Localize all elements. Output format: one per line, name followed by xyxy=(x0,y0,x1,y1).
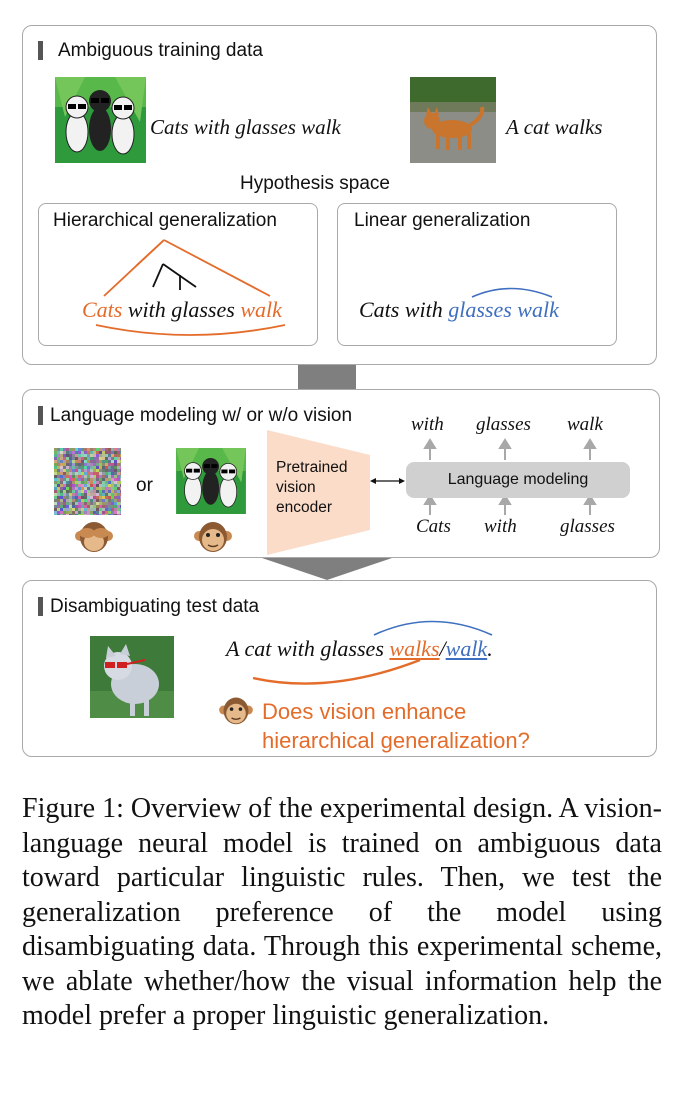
down-arrow-1 xyxy=(298,365,356,389)
cat-with-glasses-photo xyxy=(90,636,174,718)
encoder-line-1: Pretrained xyxy=(276,459,348,476)
hier-word-cats: Cats xyxy=(82,297,123,322)
linear-sentence: Cats with glasses walk xyxy=(359,297,559,323)
panel3-title: Disambiguating test data xyxy=(50,596,260,617)
linear-word-glasses-walk: glasses walk xyxy=(448,297,559,322)
test-sentence-prefix: A cat with glasses xyxy=(226,636,384,661)
panel-title-bar xyxy=(38,406,43,425)
hier-sentence: Cats with glasses walk xyxy=(82,297,282,323)
sentence-period: . xyxy=(487,636,493,661)
hier-word-with-glasses: with glasses xyxy=(127,297,235,322)
input-token-1: Cats xyxy=(416,516,451,537)
encoder-label: Pretrained vision encoder xyxy=(276,458,348,518)
encoder-line-2: vision xyxy=(276,479,316,496)
input-token-2: with xyxy=(484,516,517,537)
linear-title: Linear generalization xyxy=(354,210,531,231)
cat-photo xyxy=(410,77,496,163)
training-example-1: Cats with glasses walk xyxy=(150,115,341,139)
cartoon-cats-image xyxy=(176,448,246,514)
output-token-2: glasses xyxy=(476,414,531,435)
hier-word-walk: walk xyxy=(240,297,282,322)
see-no-evil-monkey-icon xyxy=(75,522,113,552)
linear-arc-icon xyxy=(471,287,553,298)
output-token-3: walk xyxy=(567,414,603,435)
noise-image xyxy=(54,448,121,515)
monkey-face-icon xyxy=(219,697,253,725)
language-modeling-label: Language modeling xyxy=(447,471,589,488)
bidirectional-arrow-icon xyxy=(370,438,597,515)
linear-box xyxy=(337,203,617,346)
language-modeling-box xyxy=(406,462,630,498)
option-walk: walk xyxy=(445,636,488,661)
encoder-line-3: encoder xyxy=(276,499,333,516)
panel2-title: Language modeling w/ or w/o vision xyxy=(50,405,353,426)
test-sentence: A cat with glasses walks/walk. xyxy=(226,636,493,662)
panel-title-bar xyxy=(38,597,43,616)
vision-encoder-shape xyxy=(267,430,370,555)
panel-title-bar xyxy=(38,41,43,60)
cartoon-cats-image xyxy=(55,77,146,163)
or-label: or xyxy=(136,475,153,496)
panel1-title: Ambiguous training data xyxy=(58,40,263,61)
down-arrow-2 xyxy=(262,558,392,580)
question-line-1: Does vision enhance xyxy=(262,699,467,724)
figure-caption: Figure 1: Overview of the experimental d… xyxy=(22,793,662,1031)
option-walks: walks xyxy=(389,636,440,661)
question-line-2: hierarchical generalization? xyxy=(262,728,530,753)
hierarchy-tree-icon xyxy=(95,239,286,336)
hierarchical-title: Hierarchical generalization xyxy=(53,210,277,231)
test-arcs-icon xyxy=(252,620,493,685)
output-token-1: with xyxy=(411,414,444,435)
training-example-2: A cat walks xyxy=(506,115,603,139)
hypothesis-space-label: Hypothesis space xyxy=(240,173,390,194)
research-question: Does vision enhance hierarchical general… xyxy=(262,697,530,755)
option-slash: / xyxy=(439,636,446,661)
monkey-face-icon xyxy=(194,522,232,552)
input-token-3: glasses xyxy=(560,516,615,537)
linear-word-cats-with: Cats with xyxy=(359,297,443,322)
